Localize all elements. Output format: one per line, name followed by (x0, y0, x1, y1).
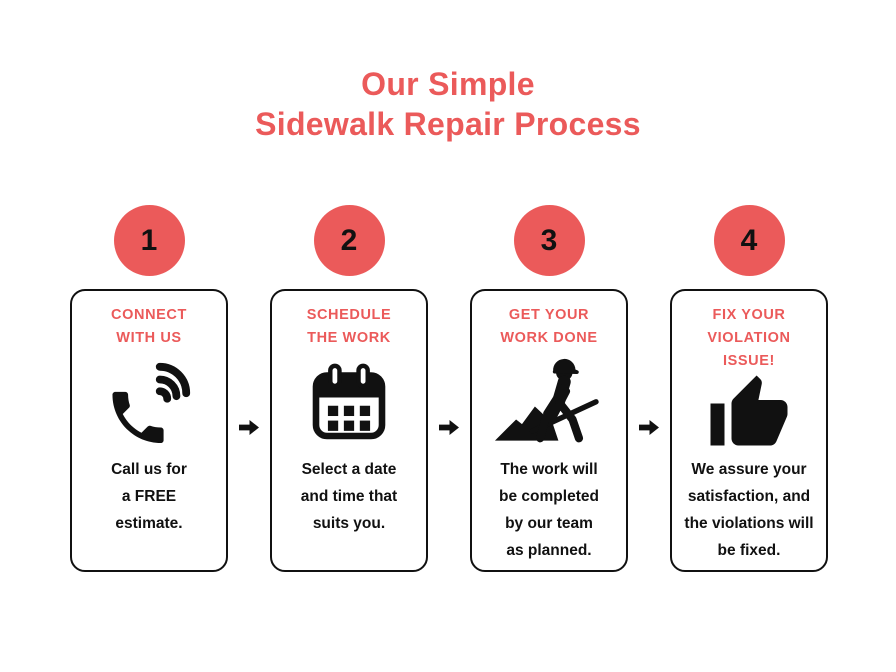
step-4: 4 FIX YOUR VIOLATION ISSUE! We assure yo… (670, 205, 828, 572)
page-title: Our Simple Sidewalk Repair Process (0, 64, 896, 144)
step-2-card: SCHEDULE THE WORK (270, 289, 428, 572)
arrow-1 (228, 420, 270, 435)
right-arrow-icon (239, 420, 259, 435)
step-2-number: 2 (340, 223, 358, 257)
step-1-number: 1 (140, 223, 158, 257)
arrow-3 (628, 420, 670, 435)
construction-worker-icon (490, 350, 608, 456)
arrow-2 (428, 420, 470, 435)
step-4-heading: FIX YOUR VIOLATION ISSUE! (707, 307, 791, 369)
step-3-number: 3 (540, 223, 558, 257)
page-title-line2: Sidewalk Repair Process (255, 106, 641, 142)
step-3-card: GET YOUR WORK DONE The work will be (470, 289, 628, 572)
step-1-heading: CONNECT WITH US (111, 307, 187, 346)
page-title-line1: Our Simple (361, 66, 535, 102)
thumbs-up-icon (707, 373, 791, 456)
step-1-number-badge: 1 (113, 205, 185, 276)
step-2-body: Select a date and time that suits you. (300, 461, 398, 532)
step-1: 1 CONNECT WITH US Call us for a FREE est… (70, 205, 228, 572)
step-4-number: 4 (740, 223, 758, 257)
step-3-body: The work will be completed by our team a… (499, 461, 599, 559)
step-4-number-badge: 4 (713, 205, 785, 276)
step-4-card: FIX YOUR VIOLATION ISSUE! We assure your… (670, 289, 828, 572)
step-3: 3 GET YOUR WORK DONE (470, 205, 628, 572)
right-arrow-icon (439, 420, 459, 435)
step-2-number-badge: 2 (313, 205, 385, 276)
step-3-number-badge: 3 (513, 205, 585, 276)
step-2-heading: SCHEDULE THE WORK (306, 307, 392, 346)
step-1-body: Call us for a FREE estimate. (111, 461, 187, 532)
step-2: 2 SCHEDULE THE WORK (270, 205, 428, 572)
step-1-card: CONNECT WITH US Call us for a FREE estim… (70, 289, 228, 572)
process-flow: 1 CONNECT WITH US Call us for a FREE est… (70, 205, 828, 572)
step-3-heading: GET YOUR WORK DONE (500, 307, 598, 346)
calendar-icon (305, 350, 393, 456)
step-4-body: We assure your satisfaction, and the vio… (684, 461, 814, 559)
phone-icon (102, 350, 196, 456)
right-arrow-icon (639, 420, 659, 435)
